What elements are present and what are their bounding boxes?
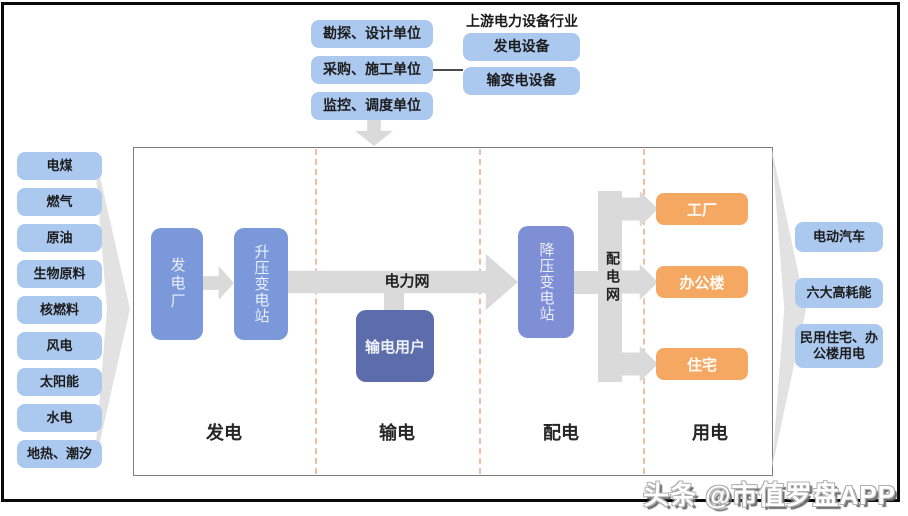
step-up-station-box: 升压变电站 [234, 228, 288, 340]
unit-box-monitoring-dispatch: 监控、调度单位 [311, 92, 433, 120]
unit-box-survey-design: 勘探、设计单位 [311, 20, 433, 48]
input-box-crude-oil: 原油 [17, 224, 102, 252]
output-box-residential-office: 民用住宅、办公楼用电 [795, 324, 883, 368]
unit-box-procurement-construction: 采购、施工单位 [311, 56, 433, 84]
transmission-user-label: 输电用户 [364, 338, 425, 356]
connector-line [433, 69, 463, 71]
stepdown-to-trunk-bar [573, 271, 601, 294]
consumer-box-residence: 住宅 [656, 348, 748, 380]
step-up-station-label: 升压变电站 [252, 244, 270, 324]
right-big-arrow-icon [772, 150, 806, 468]
upstream-equipment-title: 上游电力设备行业 [466, 13, 578, 29]
output-box-six-high-energy: 六大高耗能 [795, 278, 883, 308]
step-down-station-label: 降压变电站 [537, 242, 555, 322]
transmission-user-connector [384, 292, 404, 312]
consumer-box-office: 办公楼 [656, 266, 748, 298]
power-plant-box: 发电厂 [151, 228, 203, 340]
input-box-wind: 风电 [17, 332, 102, 360]
input-box-solar: 太阳能 [17, 368, 102, 396]
power-grid-label: 电力网 [384, 273, 430, 290]
stage-divider-2 [479, 149, 481, 474]
watermark-toutiao: 头条 @市值罗盘APP [642, 480, 896, 510]
input-box-geothermal-tidal: 地热、潮汐 [17, 440, 102, 468]
down-arrow-icon [355, 120, 393, 146]
stage-label-consumption: 用电 [692, 423, 728, 443]
stage-divider-3 [643, 149, 645, 474]
stage-divider-1 [315, 149, 317, 474]
stage-label-transmission: 输电 [379, 423, 415, 443]
input-box-gas: 燃气 [17, 188, 102, 216]
transmission-user-box: 输电用户 [356, 310, 434, 382]
consumer-box-factory: 工厂 [656, 193, 748, 225]
power-plant-label: 发电厂 [168, 257, 186, 311]
equipment-box-transmission-transformation: 输变电设备 [463, 67, 580, 95]
input-box-biomass: 生物原料 [17, 260, 102, 288]
input-box-coal: 电煤 [17, 152, 102, 180]
step-down-station-box: 降压变电站 [518, 226, 574, 338]
stage-label-distribution: 配电 [543, 423, 579, 443]
distribution-grid-label: 配电网 [605, 251, 621, 305]
input-box-nuclear-fuel: 核燃料 [17, 296, 102, 324]
equipment-box-generation: 发电设备 [463, 33, 580, 61]
distribution-trunk-bar [598, 191, 622, 382]
stage-label-generation: 发电 [206, 423, 242, 443]
output-box-electric-vehicles: 电动汽车 [795, 222, 883, 252]
input-box-hydro: 水电 [17, 404, 102, 432]
